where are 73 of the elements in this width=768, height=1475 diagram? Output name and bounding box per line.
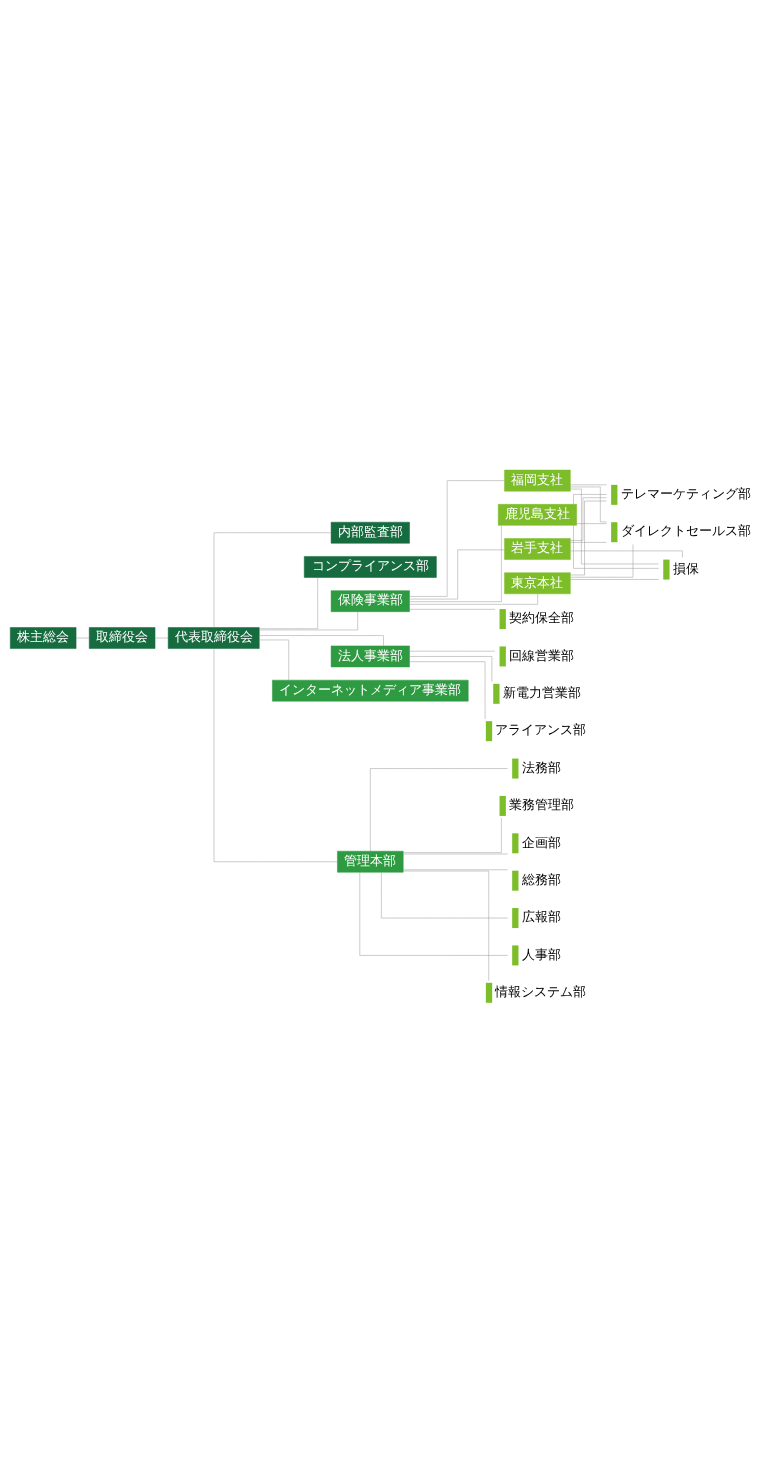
node-label: テレマーケティング部 — [620, 486, 751, 502]
node-box — [611, 522, 618, 543]
connector — [381, 872, 508, 919]
connector — [409, 656, 493, 682]
node-box — [512, 758, 519, 779]
connector — [570, 497, 607, 541]
connector — [409, 480, 505, 597]
node-box — [512, 870, 519, 891]
connector — [259, 577, 318, 629]
node-box: 鹿児島支社 — [497, 504, 577, 526]
connector — [573, 525, 659, 569]
node-label: 情報システム部 — [495, 984, 587, 1000]
node-box — [493, 683, 500, 704]
node-box: 代表取締役会 — [167, 627, 260, 649]
node-label: 人事部 — [521, 946, 561, 962]
node-box: インターネットメディア事業部 — [272, 679, 469, 702]
connector — [570, 500, 607, 576]
connector — [259, 639, 289, 681]
node-box: 岩手支社 — [504, 538, 571, 560]
node-box — [512, 945, 519, 966]
node-box: 法人事業部 — [330, 645, 410, 668]
node-label: ダイレクトセールス部 — [620, 523, 751, 539]
connector — [570, 488, 659, 565]
connector — [409, 549, 505, 600]
node-box: 福岡支社 — [504, 469, 571, 492]
connector — [403, 853, 508, 855]
connector — [403, 870, 489, 981]
connector — [570, 486, 607, 523]
node-box — [611, 484, 618, 505]
connector — [259, 635, 384, 646]
node-box: 管理本部 — [337, 850, 404, 873]
connector — [213, 532, 332, 628]
node-box: 取締役会 — [88, 627, 156, 649]
connector — [409, 661, 486, 720]
node-label: 企画部 — [521, 834, 561, 850]
connector — [570, 550, 683, 558]
node-label: 総務部 — [521, 871, 561, 887]
node-box — [499, 609, 506, 630]
node-box — [512, 833, 519, 854]
node-label: 新電力営業部 — [502, 685, 581, 701]
connector — [573, 494, 607, 505]
node-label: 業務管理部 — [509, 797, 575, 813]
connector — [570, 544, 634, 578]
node-label: 広報部 — [521, 909, 561, 925]
connector — [403, 869, 508, 871]
node-box — [663, 559, 670, 580]
connector — [576, 523, 607, 524]
connector — [409, 650, 496, 652]
connector — [370, 768, 508, 852]
node-label: 法務部 — [521, 759, 561, 775]
node-box — [499, 795, 506, 816]
node-box — [485, 721, 493, 742]
connector — [402, 817, 502, 853]
node-box: 保険事業部 — [330, 590, 410, 612]
connector — [409, 525, 502, 602]
node-box: 内部監査部 — [330, 521, 410, 544]
node-label: アライアンス部 — [495, 722, 587, 738]
connector — [359, 872, 508, 956]
node-box — [499, 646, 506, 667]
node-label: 損保 — [672, 560, 699, 576]
node-box: コンプライアンス部 — [304, 556, 437, 578]
connector — [409, 593, 538, 605]
connector — [570, 579, 659, 580]
connector — [259, 611, 358, 631]
node-box — [512, 908, 519, 929]
connector — [570, 542, 607, 543]
connector — [409, 609, 496, 610]
node-box: 東京本社 — [504, 572, 571, 595]
node-box: 株主総会 — [10, 627, 77, 649]
node-box — [485, 982, 493, 1003]
connector — [213, 648, 338, 862]
node-label: 回線営業部 — [509, 647, 575, 663]
node-label: 契約保全部 — [509, 610, 575, 626]
